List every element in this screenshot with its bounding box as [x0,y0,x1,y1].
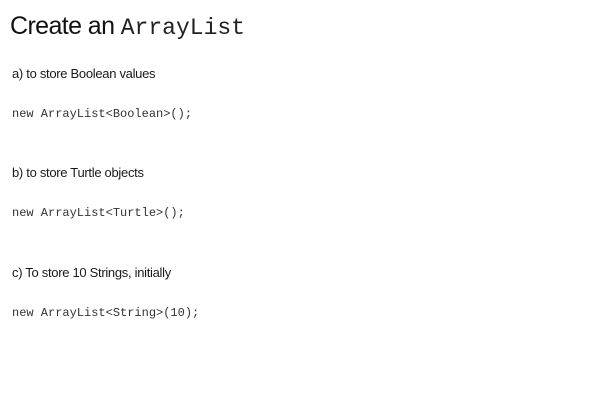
question-c: c) To store 10 Strings, initially [12,265,171,280]
slide-title: Create an ArrayList [10,6,245,45]
code-answer-c: new ArrayList<String>(10); [12,306,200,320]
question-a: a) to store Boolean values [12,66,156,81]
code-answer-b: new ArrayList<Turtle>(); [12,206,185,220]
code-answer-a: new ArrayList<Boolean>(); [12,107,193,121]
title-text: Create an [10,12,121,40]
question-b: b) to store Turtle objects [12,165,144,180]
title-code: ArrayList [120,15,245,41]
